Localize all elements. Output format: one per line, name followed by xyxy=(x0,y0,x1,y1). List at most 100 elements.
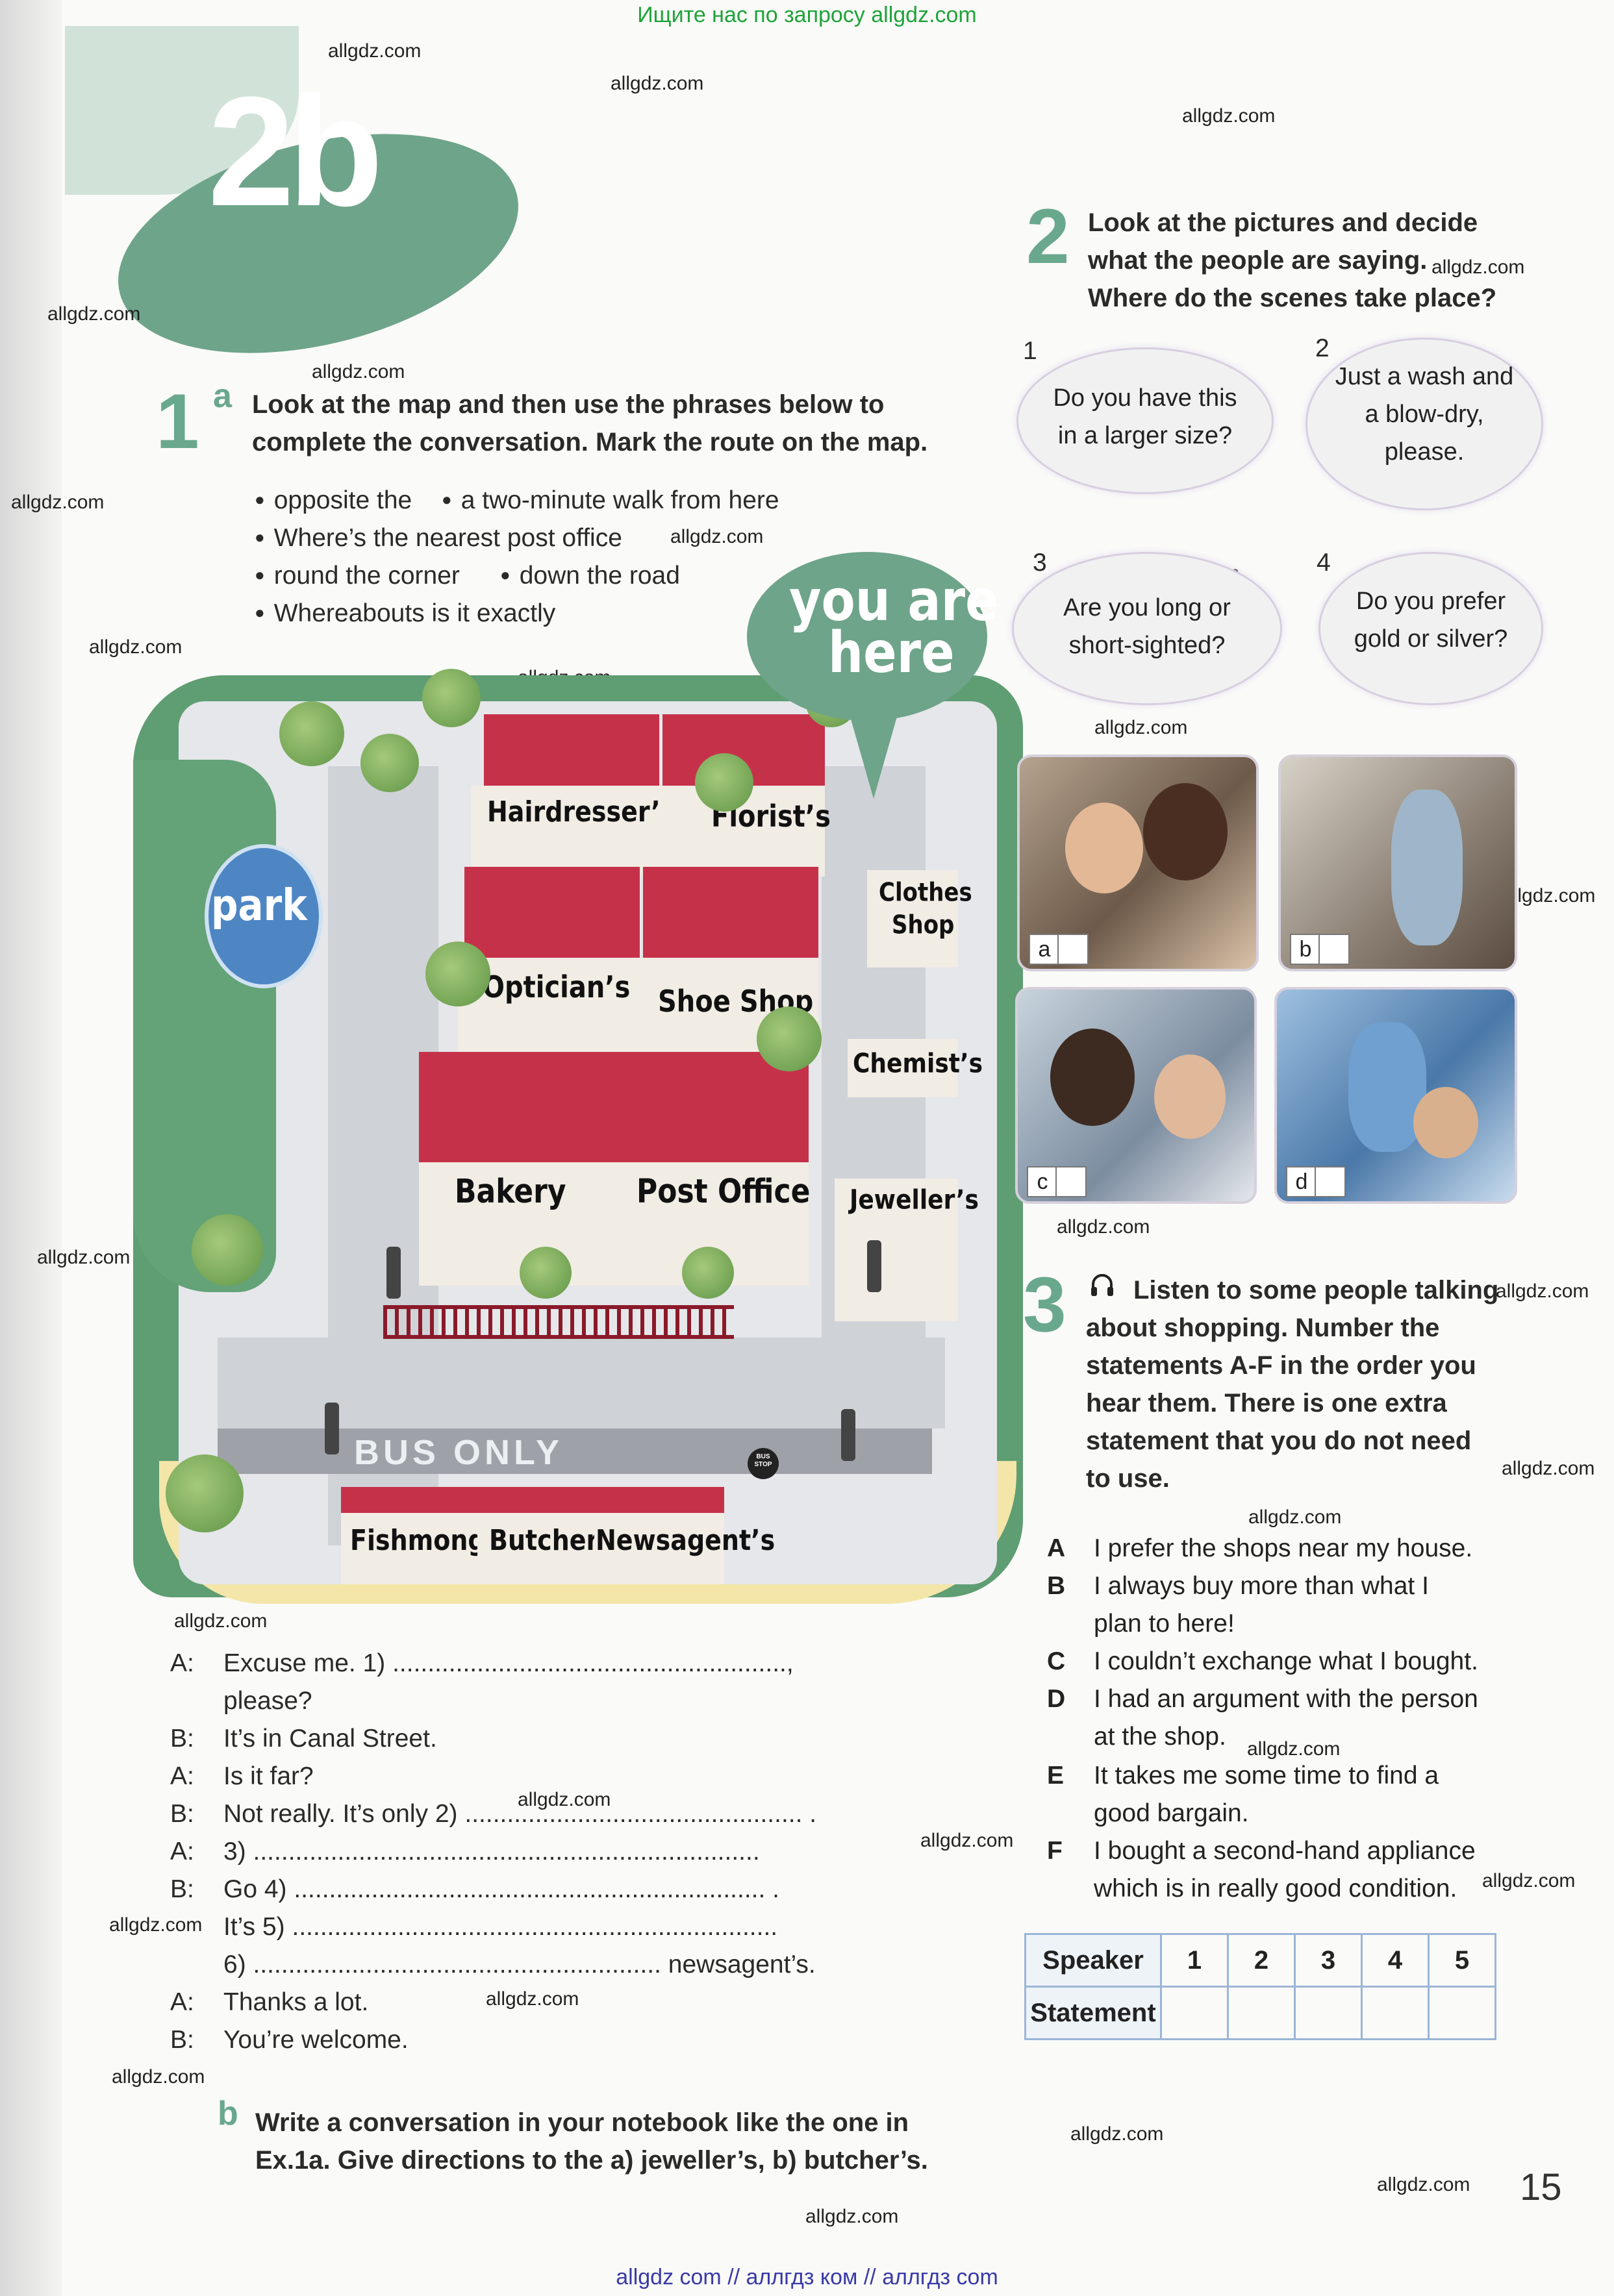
statement-item: A I prefer the shops near my house. xyxy=(1047,1530,1495,1567)
statement-row: Statement xyxy=(1024,1986,1496,2040)
watermark: allgdz.com xyxy=(312,361,405,382)
bubble-text: Do you prefer gold or silver? xyxy=(1354,588,1508,653)
statement-text: I prefer the shops near my house. xyxy=(1094,1534,1473,1562)
answer-box[interactable] xyxy=(1318,934,1350,965)
jeweller-building xyxy=(835,1179,958,1321)
dialogue-line: A: 3) ...................................… xyxy=(170,1833,963,1871)
clothes-building xyxy=(867,870,958,967)
bubble-number: 3 xyxy=(1033,549,1047,577)
park-badge xyxy=(205,844,323,988)
bubble-number: 2 xyxy=(1315,334,1330,362)
watermark: allgdz.com xyxy=(1094,717,1188,738)
statement-text: It takes me some time to find a good bar… xyxy=(1094,1762,1439,1827)
park-area xyxy=(133,760,276,1292)
person-figure xyxy=(1050,1029,1135,1126)
line-text: Go 4) ..................................… xyxy=(223,1875,780,1903)
answer-cell[interactable] xyxy=(1428,1986,1496,2040)
dialogue-line: A:Is it far? xyxy=(170,1758,963,1795)
exercise-1a-letter: a xyxy=(213,377,232,415)
page-number: 15 xyxy=(1520,2166,1562,2208)
speaker-label: B: xyxy=(170,1875,194,1903)
traffic-light xyxy=(386,1247,401,1299)
bubble-text: Are you long or short-sighted? xyxy=(1063,594,1231,659)
line-text: please? xyxy=(223,1687,312,1715)
bubble-text: Do you have this in a larger size? xyxy=(1053,384,1237,449)
watermark: allgdz.com xyxy=(37,1247,131,1268)
line-text: You’re welcome. xyxy=(223,2026,409,2054)
answer-cell[interactable] xyxy=(1227,1986,1296,2040)
newsagent-sign: Newsagent’s xyxy=(596,1523,775,1557)
statement-letter: D xyxy=(1047,1685,1066,1713)
watermark: allgdz.com xyxy=(109,1914,203,1936)
exercise-1b-letter: b xyxy=(218,2095,238,2132)
statement-text: I couldn’t exchange what I bought. xyxy=(1094,1647,1478,1675)
you-are-here-bubble xyxy=(747,552,987,721)
tree xyxy=(166,1454,244,1532)
watermark: allgdz.com xyxy=(112,2066,205,2088)
exercise-3-line: Listen to some people talking xyxy=(1133,1276,1499,1304)
photo-b: b xyxy=(1278,755,1517,971)
exercise-2-line2: what the people are saying. xyxy=(1088,246,1428,275)
speech-bubble-4: Do you prefer gold or silver? xyxy=(1318,552,1543,705)
tree xyxy=(425,942,490,1006)
line-text: 6) .....................................… xyxy=(223,1951,816,1978)
statement-letter: F xyxy=(1047,1837,1063,1865)
chemist-building xyxy=(848,1039,958,1097)
statement-letter: A xyxy=(1047,1534,1066,1562)
phrase-item: Where’s the nearest post office xyxy=(255,518,622,557)
park-label: park xyxy=(211,879,307,931)
statement-text: I always buy more than what I plan to he… xyxy=(1094,1572,1429,1638)
answer-box[interactable] xyxy=(1057,934,1089,965)
watermark: allgdz.com xyxy=(1247,1738,1341,1760)
watermark: allgdz.com xyxy=(1496,1280,1589,1302)
watermark: allgdz.com xyxy=(11,492,105,513)
person-figure xyxy=(1154,1054,1226,1139)
watermark: allgdz.com xyxy=(47,303,141,325)
person-figure xyxy=(1065,803,1143,893)
speaker-label: A: xyxy=(170,1988,194,2016)
watermark: allgdz.com xyxy=(89,636,183,658)
answer-box[interactable] xyxy=(1055,1166,1087,1197)
dialogue: A:Excuse me. 1) ........................… xyxy=(170,1645,963,2059)
bus-stop-sign: BUS STOP xyxy=(748,1448,779,1479)
answer-box[interactable] xyxy=(1315,1166,1346,1197)
you-are-here-line1: you are xyxy=(789,567,999,634)
photo-a: a xyxy=(1017,755,1259,971)
photo-label: a xyxy=(1029,934,1060,965)
photo-c: c xyxy=(1015,987,1257,1204)
bubble-number: 1 xyxy=(1023,337,1037,365)
shoe-shop-roof xyxy=(643,867,818,958)
speaker-header: Speaker xyxy=(1024,1933,1162,1988)
photo-label: c xyxy=(1027,1166,1058,1197)
watermark: allgdz.com xyxy=(1070,2123,1164,2145)
dialogue-line: B: You’re welcome. xyxy=(170,2021,963,2059)
answer-cell[interactable] xyxy=(1361,1986,1430,2040)
tree xyxy=(757,1006,822,1071)
watermark: allgdz.com xyxy=(1431,256,1525,278)
phrase-item: Whereabouts is it exactly xyxy=(255,593,556,632)
watermark: allgdz.com xyxy=(1057,1216,1150,1238)
speaker-label: B: xyxy=(170,2026,194,2054)
line-text: 3) .....................................… xyxy=(223,1838,760,1866)
photo-d: d xyxy=(1274,987,1517,1204)
chemist-sign: Chemist’s xyxy=(853,1048,983,1080)
answer-cell[interactable] xyxy=(1160,1986,1229,2040)
you-are-here-line2: here xyxy=(828,619,955,686)
watermark: allgdz.com xyxy=(611,73,704,94)
newsagent-roof xyxy=(594,1487,724,1513)
speaker-number: 3 xyxy=(1294,1933,1363,1988)
watermark: allgdz.com xyxy=(670,526,764,547)
traffic-light xyxy=(325,1403,339,1454)
optician-sign: Optician’s xyxy=(483,970,631,1005)
answer-cell[interactable] xyxy=(1294,1986,1363,2040)
person-figure xyxy=(1413,1087,1478,1158)
jeweller-sign: Jeweller’s xyxy=(850,1184,979,1216)
traffic-light xyxy=(867,1240,881,1292)
you-are-here-pointer xyxy=(848,708,900,799)
person-figure xyxy=(1348,1022,1426,1152)
line-text: Is it far? xyxy=(223,1762,314,1790)
speaker-label: A: xyxy=(170,1838,194,1866)
